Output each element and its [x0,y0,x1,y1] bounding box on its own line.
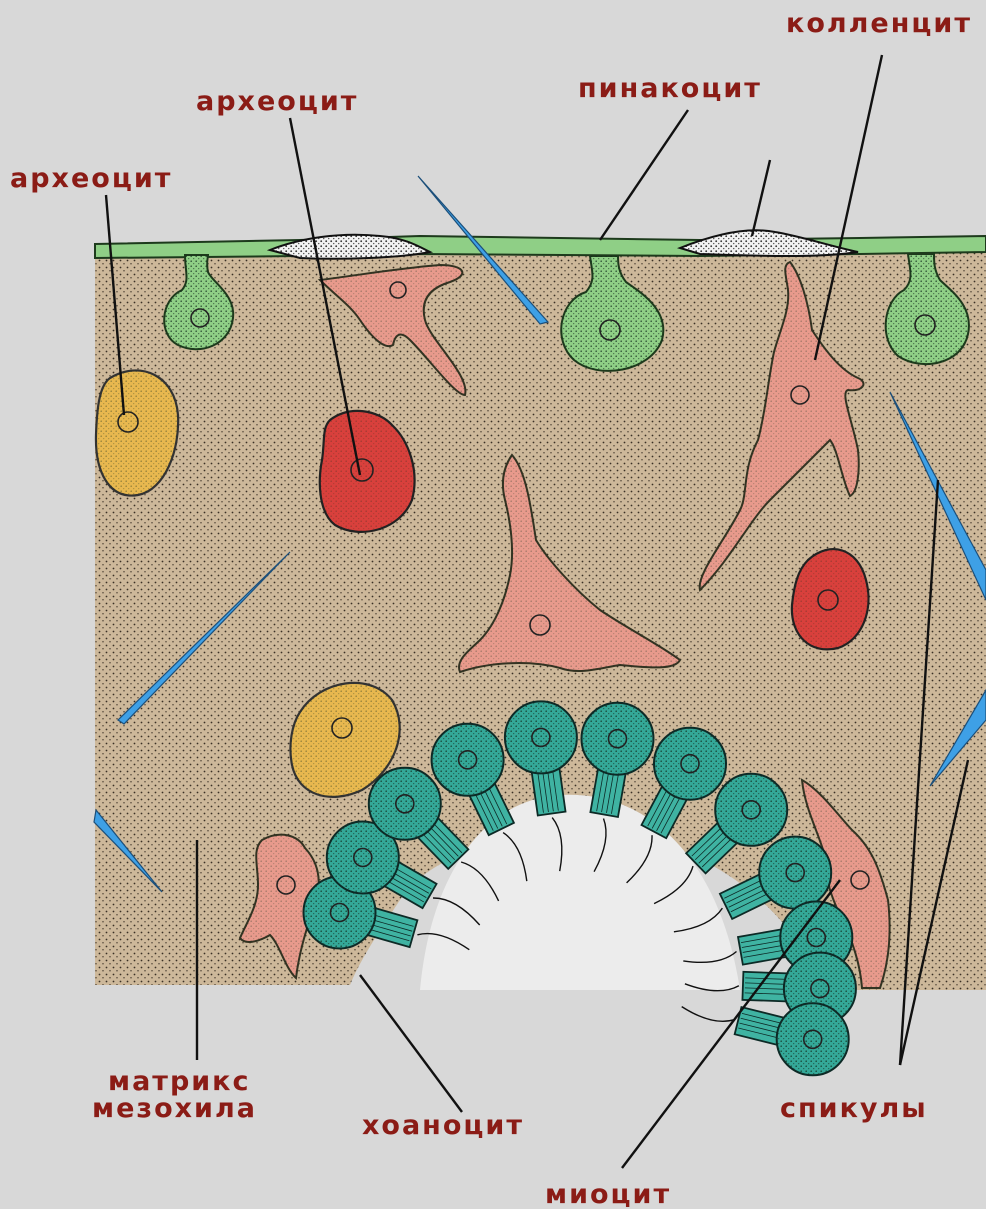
pinacoderm-layer [95,236,986,258]
label-collencyte: колленцит [786,8,972,39]
label-archeocyte-left: археоцит [10,163,172,194]
choanocyte-cell [682,1003,849,1075]
label-spicules: спикулы [780,1093,928,1124]
archeocyte-red-2 [792,549,869,649]
leader-pinacocyte-2 [752,160,770,236]
label-choanocyte: хоаноцит [362,1110,524,1141]
label-myocyte: миоцит [545,1179,671,1209]
label-pinacocyte: пинакоцит [578,73,762,104]
label-matrix-line2: мезохила [92,1093,257,1124]
leader-choanocyte [360,975,462,1112]
leader-pinacocyte [600,110,688,240]
label-archeocyte-top: археоцит [196,86,358,117]
